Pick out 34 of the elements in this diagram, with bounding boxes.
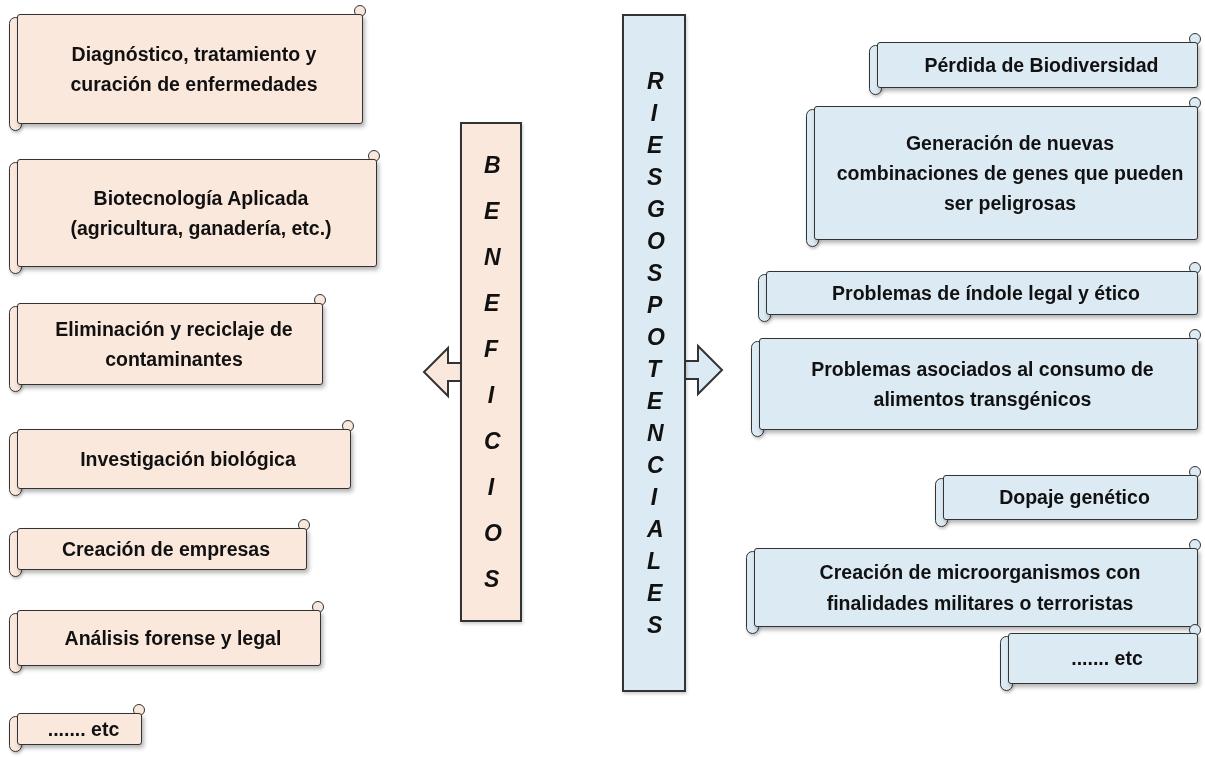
banner-text: Investigación biológica (80, 446, 296, 472)
scroll-banner (745, 539, 1201, 634)
banner-text: Creación de microorganismos con finalidades militares o terroristas (818, 560, 1142, 616)
scroll-banner (8, 601, 324, 673)
scroll-banner (8, 5, 366, 131)
banner-text: Dopaje genético (999, 485, 1150, 511)
block-arrow (685, 343, 724, 397)
scroll-banner (934, 466, 1201, 527)
scroll-banner (757, 262, 1201, 322)
banner-text: Creación de empresas (61, 536, 271, 562)
scroll-banner (805, 97, 1201, 247)
vertical-title: BENEFICIOS (483, 151, 512, 594)
vertical-title: RIESGOS POTENCIALES (645, 67, 675, 640)
banner-text: Análisis forense y legal (64, 625, 282, 651)
banner-text: Biotecnología Aplicada (agricultura, ganadería, etc.) (69, 185, 333, 241)
scroll-banner (868, 33, 1201, 95)
scroll-banner (8, 519, 310, 577)
scroll-banner (750, 329, 1201, 437)
scroll-banner (8, 294, 326, 392)
banner-text: Pérdida de Biodiversidad (924, 52, 1159, 78)
banner-text: Problemas de índole legal y ético (832, 280, 1140, 306)
banner-text: ....... etc (1071, 646, 1143, 672)
scroll-banner (999, 624, 1201, 691)
block-arrow (422, 345, 461, 399)
banner-text: Problemas asociados al consumo de alimentos transgénicos (810, 356, 1155, 412)
banner-text: Generación de nuevas combinaciones de genes que pueden ser peligrosas (835, 130, 1185, 217)
scroll-banner (8, 150, 380, 274)
scroll-banner (8, 420, 354, 496)
vertical-banner (460, 122, 522, 622)
banner-text: ....... etc (47, 716, 120, 742)
vertical-banner (622, 14, 686, 692)
banner-text: Eliminación y reciclaje de contaminantes (54, 316, 294, 372)
banner-text: Diagnóstico, tratamiento y curación de enfermedades (69, 41, 319, 97)
scroll-banner (8, 704, 145, 752)
